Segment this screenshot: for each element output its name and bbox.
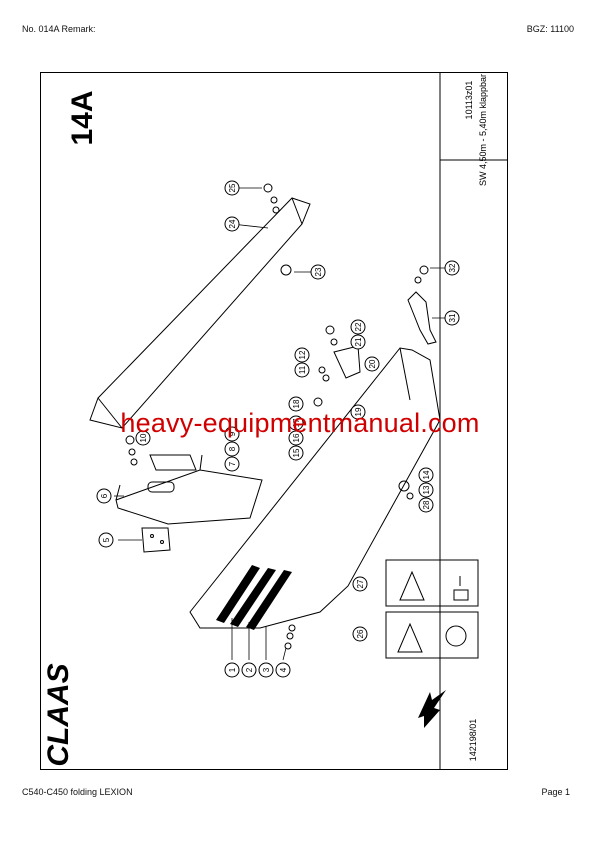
callout-20: 20: [368, 359, 377, 368]
part-6-bracket: [115, 454, 263, 525]
page-number-label: 14A: [66, 90, 99, 145]
callout-12: 12: [298, 350, 307, 359]
footer-left: C540-C450 folding LEXION: [22, 787, 133, 797]
footer-right: Page 1: [541, 787, 570, 797]
callout-9: 9: [228, 431, 237, 436]
callout-23: 23: [314, 267, 323, 276]
watermark: heavy-equipmentmanual.com: [120, 408, 480, 438]
callout-17: 17: [292, 418, 301, 427]
callout-3: 3: [262, 667, 271, 672]
decal-stripes: [216, 565, 292, 630]
callout-labels: 1 2 3 4 5 6 7 8 9 10 11 12 13 14 15 16 1…: [96, 180, 460, 678]
callout-5: 5: [102, 537, 111, 542]
callout-1: 1: [228, 667, 237, 672]
claas-logo: CLAAS: [42, 663, 75, 766]
direction-arrow-icon: [418, 690, 446, 728]
drawing-description: SW 4,50m - 5,40m klappbar: [478, 74, 488, 186]
part-31-handle: [407, 291, 437, 345]
part-24-panel: [89, 197, 311, 429]
drawing-frame: [40, 72, 508, 770]
callout-22: 22: [354, 322, 363, 331]
callout-4: 4: [279, 667, 288, 672]
callout-27: 27: [356, 579, 365, 588]
hardware-marks: [125, 183, 429, 650]
drawing-id: 10113z01: [464, 81, 474, 120]
callout-11: 11: [298, 365, 307, 374]
callout-24: 24: [228, 219, 237, 228]
part-7-clip: [149, 454, 197, 471]
warning-sign-26: [385, 611, 479, 659]
part-20-bracket: [333, 345, 361, 379]
callout-26: 26: [356, 629, 365, 638]
callout-31: 31: [448, 313, 457, 322]
header-right: BGZ: 11100: [526, 24, 574, 34]
main-divider-panel: [189, 347, 441, 629]
callout-25: 25: [228, 183, 237, 192]
callout-21: 21: [354, 337, 363, 346]
callout-10: 10: [139, 433, 148, 442]
bottom-drawing-id: 142198/01: [468, 719, 478, 762]
header-left: No. 014A Remark:: [22, 24, 96, 34]
callout-28: 28: [422, 500, 431, 509]
callout-2: 2: [245, 667, 254, 672]
callout-19: 19: [354, 407, 363, 416]
callout-15: 15: [292, 448, 301, 457]
callout-18: 18: [292, 399, 301, 408]
callout-7: 7: [228, 461, 237, 466]
part-5-plate: [141, 527, 171, 553]
callout-8: 8: [228, 446, 237, 451]
warning-sign-27: [385, 559, 479, 607]
callout-14: 14: [422, 470, 431, 479]
callout-32: 32: [448, 263, 457, 272]
callout-6: 6: [100, 493, 109, 498]
callout-13: 13: [422, 485, 431, 494]
callout-16: 16: [292, 433, 301, 442]
